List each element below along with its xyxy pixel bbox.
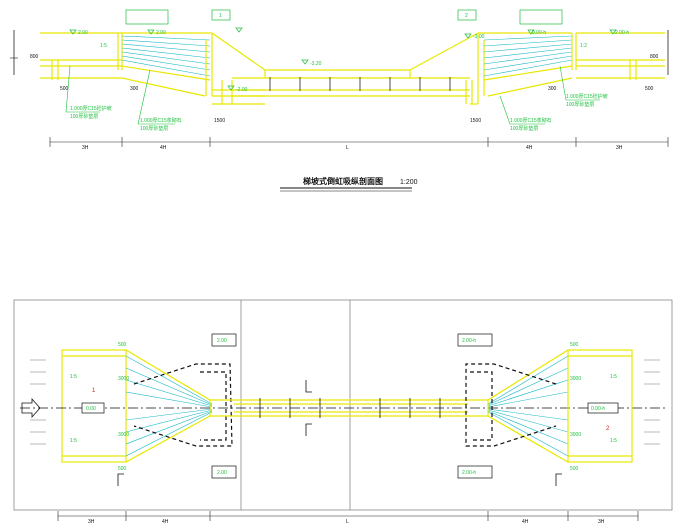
dim-3H-left: 3H: [82, 145, 89, 151]
plan-left-bank-ticks: [30, 359, 46, 445]
plan-tag-top-left: 2.00: [217, 338, 227, 344]
callout-right-mid-lower: 100厚砂垫层: [510, 125, 538, 132]
plan-slope-right-bottom: 1:5: [610, 438, 617, 444]
plan-mark-2: 2: [606, 426, 610, 432]
level-outlet-top: 2.00-h: [615, 30, 629, 36]
callout-left-mid-upper: 1.000厚C15浆砌石: [140, 117, 182, 124]
level-outlet-mid: 0.00-h: [532, 30, 546, 36]
drawing-title-block: 梯坡式倒虹吸纵剖面图 1:200: [280, 176, 418, 192]
plan-dim-4H-left: 4H: [162, 519, 169, 525]
plan-dim-500-tl: 500: [118, 342, 127, 348]
plan-mark-1: 1: [92, 388, 96, 394]
longitudinal-section: 2.00 2.00 -2.00 -3.20 -3.00 0.00-h 2.00-…: [10, 9, 669, 151]
plan-slope-left-bottom: 1:5: [70, 438, 77, 444]
plan-dim-3000-r1: 3000: [570, 376, 581, 382]
central-barrel: [232, 69, 470, 97]
plan-dim-3000-l1: 3000: [118, 376, 129, 382]
level-bottom-left: -2.00: [236, 87, 248, 93]
plan-section-marks: [117, 380, 562, 486]
left-transition-hatch: [121, 35, 211, 77]
section-marker-boxes: [125, 9, 563, 25]
dim-4H-left: 4H: [160, 145, 167, 151]
right-outlet-channel: [576, 32, 665, 80]
plan-right-channel: [567, 349, 633, 463]
callout-left-upper: 1.000厚C15砼护坡: [70, 105, 112, 112]
plan-dim-500-bl: 500: [118, 466, 127, 472]
plan-dim-500-br: 500: [570, 466, 579, 472]
slope-left: 1:5: [100, 43, 107, 49]
plan-frame: [13, 299, 673, 511]
plan-view: 2.00 2.00 2.00-h 2.00-h 0.00 0.00-h 1 2 …: [13, 299, 673, 525]
plan-tag-top-right: 2.00-h: [462, 338, 476, 344]
section-dim-chain: [49, 137, 669, 147]
plan-right-funnel: [487, 349, 569, 463]
level-bottom-right: -3.00: [473, 34, 485, 40]
callout-right-mid-upper: 1.000厚C15浆砌石: [510, 117, 552, 124]
dim-1500-right: 1500: [470, 118, 481, 124]
left-inlet-channel: [40, 32, 123, 80]
dim-800-right: 800: [650, 54, 659, 60]
flow-direction-arrow-icon: [21, 397, 41, 419]
plan-left-channel: [61, 349, 127, 463]
callout-right-lower: 100厚砂垫层: [566, 101, 594, 108]
plan-left-funnel: [125, 349, 211, 463]
plan-right-dashed-headwall: [465, 363, 557, 447]
plan-dim-4H-right: 4H: [522, 519, 529, 525]
dim-500-left: 500: [60, 86, 69, 92]
dim-500-right: 500: [645, 86, 654, 92]
plan-dim-chain: [57, 511, 639, 521]
callout-right-upper: 1.000厚C15砼护坡: [566, 93, 608, 100]
plan-slope-left-top: 1:5: [70, 374, 77, 380]
dim-L: L: [346, 145, 349, 151]
right-transition-outline: [478, 32, 577, 97]
dim-1500-left: 1500: [214, 118, 225, 124]
right-transition-hatch: [483, 35, 573, 77]
barrel-joints: [269, 77, 451, 91]
level-inlet-top: 2.00: [78, 30, 88, 36]
callout-left-mid-lower: 100厚砂垫层: [140, 125, 168, 132]
plan-tag-bottom-left: 2.00: [217, 470, 227, 476]
marker-2-right: 2: [465, 13, 468, 19]
dim-4H-right: 4H: [526, 145, 533, 151]
plan-barrel: [210, 399, 488, 417]
level-inlet-mid: 2.00: [156, 30, 166, 36]
left-transition-outline: [121, 32, 213, 97]
dim-800-left: 800: [30, 54, 39, 60]
dim-3H-right: 3H: [616, 145, 623, 151]
plan-dim-3000-r2: 3000: [570, 432, 581, 438]
drawing-scale: 1:200: [400, 179, 418, 186]
plan-dim-L: L: [346, 519, 349, 525]
drawing-title: 梯坡式倒虹吸纵剖面图: [303, 176, 383, 186]
dim-300-right: 300: [548, 86, 557, 92]
plan-dim-500-tr: 500: [570, 342, 579, 348]
plan-right-funnel-hatch: [487, 355, 569, 457]
plan-dim-3000-l2: 3000: [118, 432, 129, 438]
right-shaft: [409, 32, 485, 105]
plan-right-bank-ticks: [644, 359, 660, 445]
left-shaft: [211, 32, 266, 105]
plan-left-funnel-hatch: [125, 355, 213, 457]
plan-tag-center-right: 0.00-h: [591, 406, 605, 412]
plan-left-dashed-headwall: [133, 363, 233, 447]
plan-slope-right-top: 1:5: [610, 374, 617, 380]
level-bottom-center: -3.20: [310, 61, 322, 67]
marker-1-left: 1: [219, 13, 222, 19]
plan-tag-bottom-right: 2.00-h: [462, 470, 476, 476]
plan-tag-center-left: 0.00: [86, 406, 96, 412]
plan-dim-3H-right: 3H: [598, 519, 605, 525]
dim-300-left: 300: [130, 86, 139, 92]
plan-elevation-tags: [81, 333, 619, 479]
plan-dim-3H-left: 3H: [88, 519, 95, 525]
slope-right: 1:2: [580, 43, 587, 49]
callout-left-lower: 100厚砂垫层: [70, 113, 98, 120]
water-level-symbols: [69, 27, 617, 91]
callout-leaders: [65, 65, 600, 125]
